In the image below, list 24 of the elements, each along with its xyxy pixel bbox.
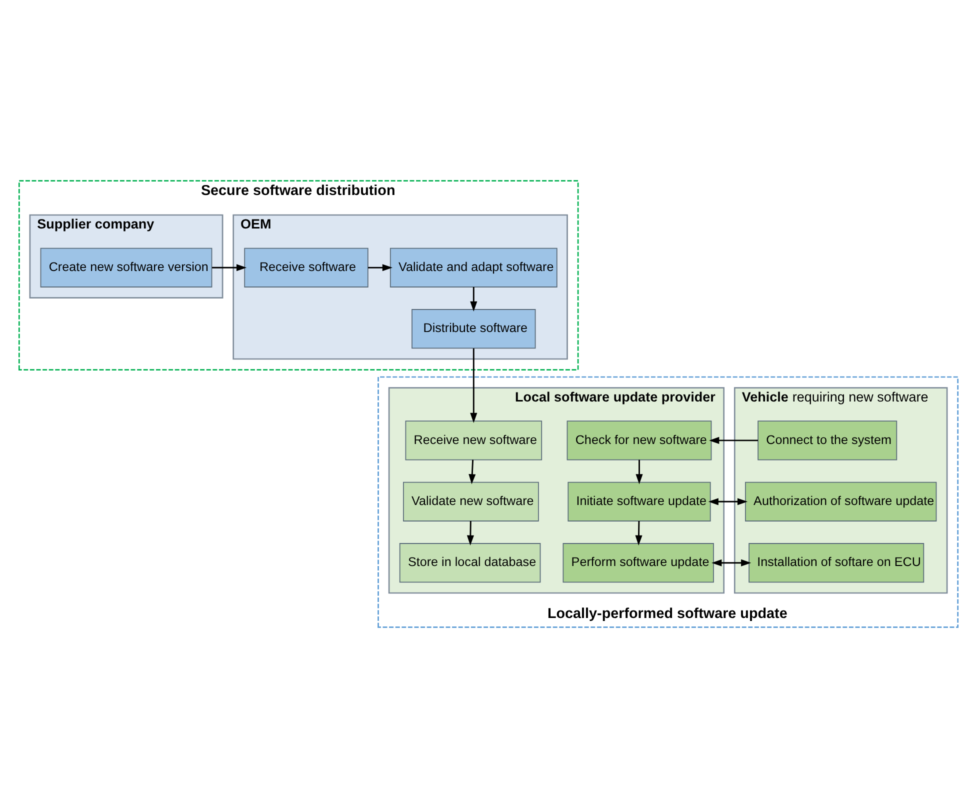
arrow [470,348,478,423]
arrow [709,436,758,444]
arrow [212,264,247,272]
node-box: Check for new software [566,420,712,460]
node-box: Receive new software [405,420,542,460]
node-box: Store in local database [399,543,541,583]
node-box: Perform software update [562,543,714,583]
node-box: Initiate software update [568,482,711,522]
node-box: Validate new software [403,482,539,522]
arrow [468,460,476,484]
arrow [708,498,748,506]
node-box: Validate and adapt software [390,248,558,288]
node-box: Authorization of software update [745,482,937,522]
arrow [466,521,474,546]
arrow [636,460,643,484]
arrow [470,287,478,312]
node-box: Create new software version [40,248,212,288]
node-box: Connect to the system [758,420,898,460]
node-box: Installation of softare on ECU [748,543,924,583]
node-box: Receive software [244,248,368,288]
node-box: Distribute software [412,309,536,349]
arrow [712,559,752,566]
arrow [368,264,392,272]
arrow [635,521,642,546]
